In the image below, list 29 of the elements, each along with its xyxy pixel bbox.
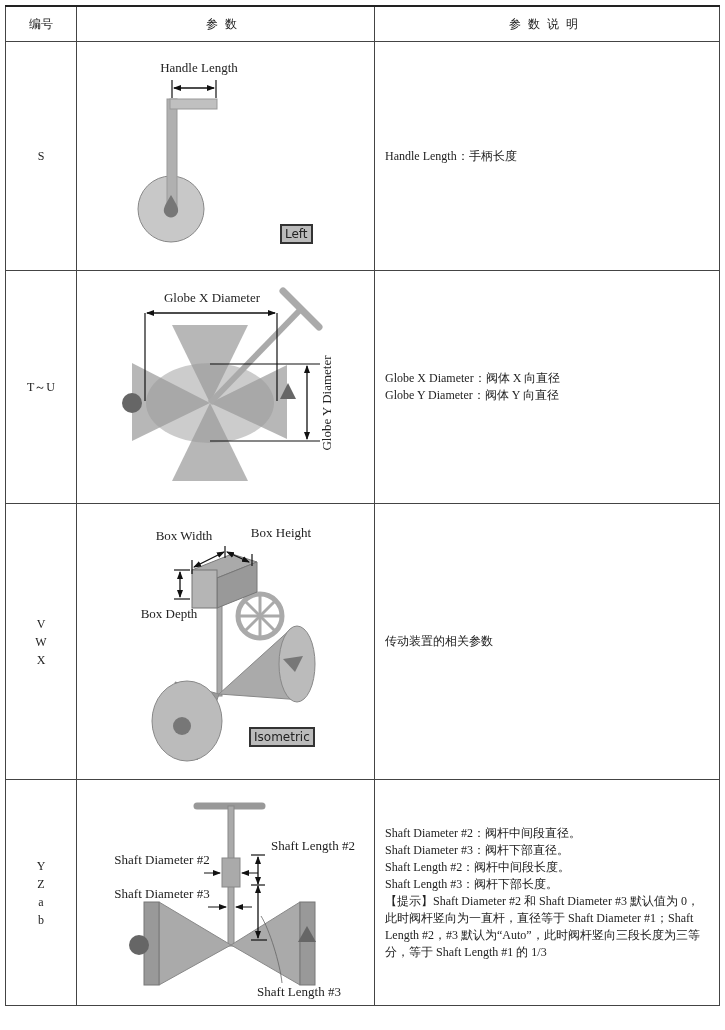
row-code: V W X (34, 615, 48, 669)
dimension-label: Shaft Diameter #3 (114, 886, 210, 902)
description-text: Shaft Length #3：阀杆下部长度。 (385, 875, 560, 893)
dimension-label: Box Height (250, 525, 312, 541)
dimension-label: Shaft Length #2 (271, 838, 355, 854)
column-header: 参数 (206, 16, 245, 31)
view-label: Isometric (249, 727, 315, 747)
dimension-label: Globe X Diameter (164, 290, 260, 306)
description-text: Globe X Diameter：阀体 X 向直径 (385, 370, 562, 387)
dimension-label: Globe Y Diameter (319, 355, 335, 451)
column-header: 编号 (29, 16, 53, 31)
dimension-label: Box Width (155, 528, 213, 544)
description-text: 【提示】Shaft Diameter #2 和 Shaft Diameter #3 默认值为 0，此时阀杆竖向为一直杆，直径等于 Shaft Diameter #1；Shaft Length #2，#3 默认为“Auto”，此时阀杆竖向三段长度为三等分，等于 Shaft Length #1 的 1/3 (385, 892, 701, 961)
description-text: Globe Y Diameter：阀体 Y 向直径 (385, 387, 560, 404)
description-text: Shaft Diameter #3：阀杆下部直径。 (385, 841, 570, 859)
column-header: 参数说明 (508, 16, 586, 31)
dimension-label: Handle Length (160, 60, 238, 76)
dimension-line (250, 884, 268, 941)
description-text: 传动装置的相关参数 (385, 633, 494, 650)
description-text: Shaft Diameter #2：阀杆中间段直径。 (385, 824, 582, 842)
description-text: Handle Length：手柄长度 (385, 147, 518, 165)
row-code: Y Z a b (35, 857, 47, 929)
dimension-label: Shaft Length #3 (257, 984, 341, 1000)
dimension-label: Box Depth (140, 606, 198, 622)
row-code: S (36, 148, 46, 165)
description-text: Shaft Length #2：阀杆中间段长度。 (385, 858, 572, 876)
view-label: Left (280, 224, 313, 244)
row-code: T～U (26, 379, 56, 396)
dimension-label: Shaft Diameter #2 (114, 852, 210, 868)
